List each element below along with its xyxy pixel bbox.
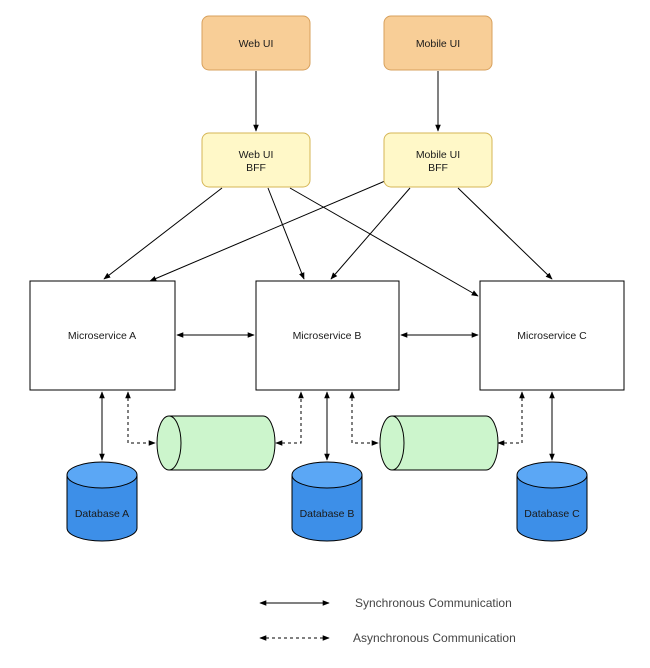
mobile-bff-node[interactable]: Mobile UI BFF [383,132,493,188]
legend: Synchronous Communication Asynchronous C… [259,596,516,645]
web-ui-label: Web UI [239,38,274,50]
message-queue-2[interactable] [379,415,499,471]
arrow-webbff-to-ms-a [103,187,223,280]
arrow-webbff-to-ms-c [289,187,479,297]
async-ms-b-queue-2 [349,391,379,446]
database-c-label: Database C [524,508,580,520]
web-ui-node[interactable]: Web UI [201,15,311,71]
microservice-b-node[interactable]: Microservice B [255,280,400,391]
async-queue-1-ms-b [275,391,304,446]
async-queue-2-ms-c [497,391,525,446]
database-a-node[interactable]: Database A [66,461,138,542]
database-a-label: Database A [75,508,129,520]
database-b-node[interactable]: Database B [291,461,363,542]
database-c-node[interactable]: Database C [516,461,588,542]
async-connectors [125,391,525,446]
message-queue-1[interactable] [156,415,276,471]
microservice-a-node[interactable]: Microservice A [29,280,176,391]
mobile-bff-label-line2: BFF [428,162,448,174]
microservice-a-label: Microservice A [68,330,136,342]
mobile-ui-label: Mobile UI [416,38,460,50]
database-b-label: Database B [300,508,355,520]
microservice-c-node[interactable]: Microservice C [479,280,625,391]
microservice-b-label: Microservice B [293,330,362,342]
arrow-mobilebff-to-ms-a [149,180,386,282]
mobile-bff-label-line1: Mobile UI [416,149,460,161]
legend-async-label: Asynchronous Communication [353,631,516,645]
async-ms-a-queue-1 [125,391,156,446]
web-bff-node[interactable]: Web UI BFF [201,132,311,188]
microservice-c-label: Microservice C [517,330,587,342]
legend-sync-label: Synchronous Communication [355,596,512,610]
web-bff-label-line1: Web UI [239,149,274,161]
arrow-webbff-to-ms-b [267,187,305,280]
arrow-mobilebff-to-ms-c [457,187,553,280]
mobile-ui-node[interactable]: Mobile UI [383,15,493,71]
arrow-mobilebff-to-ms-b [330,187,411,280]
web-bff-label-line2: BFF [246,162,266,174]
connectors [99,71,555,461]
